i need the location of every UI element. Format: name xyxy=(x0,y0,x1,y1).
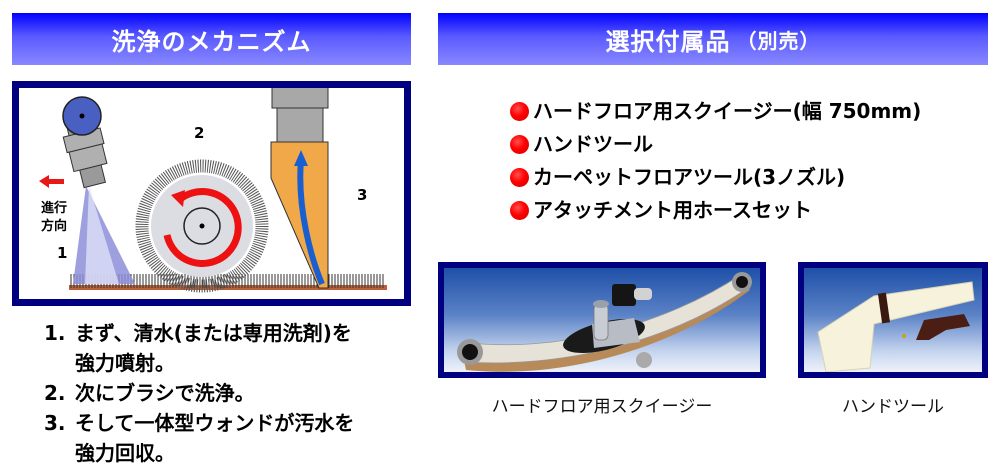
step-number: 3. xyxy=(44,411,66,435)
mechanism-steps-list: 1. まず、清水(または専用洗剤)を 強力噴射。 2. 次にブラシで洗浄。 3. そし… xyxy=(44,318,354,468)
direction-label-line2: 方向 xyxy=(41,218,67,234)
direction-arrow-icon xyxy=(39,175,64,188)
spray-nozzle-icon xyxy=(62,96,135,284)
step-number: 2. xyxy=(44,381,66,405)
accessory-item: ハードフロア用スクイージー(幅 750mm) xyxy=(510,95,921,128)
step2-label: 2 xyxy=(194,124,204,142)
accessories-title-suffix: （別売） xyxy=(736,28,821,53)
accessory-item: ハンドツール xyxy=(510,128,921,161)
hand-tool-photo xyxy=(798,262,988,378)
suction-wand-icon xyxy=(270,88,329,289)
mechanism-header: 洗浄のメカニズム xyxy=(12,13,411,65)
step-number: 1. xyxy=(44,321,66,345)
red-bullet-icon xyxy=(510,201,529,220)
step3-label: 3 xyxy=(357,186,367,204)
accessory-item: アタッチメント用ホースセット xyxy=(510,194,921,227)
step-text: 次にブラシで洗浄。 xyxy=(75,381,255,405)
squeegee-photo xyxy=(438,262,766,378)
accessory-label: カーペットフロアツール(3ノズル) xyxy=(533,165,846,189)
step-item: 3. そして一体型ウォンドが汚水を 強力回収。 xyxy=(44,408,354,468)
hand-tool-image xyxy=(817,281,975,372)
accessory-label: アタッチメント用ホースセット xyxy=(533,198,812,222)
accessories-list: ハードフロア用スクイージー(幅 750mm) ハンドツール カーペットフロアツー… xyxy=(510,95,921,227)
step-text: まず、清水(または専用洗剤)を xyxy=(75,321,352,345)
red-bullet-icon xyxy=(510,168,529,187)
step-text: そして一体型ウォンドが汚水を xyxy=(75,411,355,435)
hand-tool-caption: ハンドツール xyxy=(842,397,944,417)
cleaning-mechanism-diagram: 進行 方向 1 2 3 xyxy=(12,81,411,306)
rotating-brush-icon xyxy=(135,159,269,293)
step-item: 2. 次にブラシで洗浄。 xyxy=(44,378,354,408)
step1-label: 1 xyxy=(57,244,67,262)
accessories-header: 選択付属品（別売） xyxy=(438,13,988,65)
accessory-item: カーペットフロアツール(3ノズル) xyxy=(510,161,921,194)
squeegee-image xyxy=(457,272,752,372)
red-bullet-icon xyxy=(510,102,529,121)
step-item: 1. まず、清水(または専用洗剤)を 強力噴射。 xyxy=(44,318,354,378)
red-bullet-icon xyxy=(510,135,529,154)
mechanism-title: 洗浄のメカニズム xyxy=(111,27,312,56)
accessories-title: 選択付属品 xyxy=(605,27,731,56)
accessory-label: ハンドツール xyxy=(533,132,653,156)
accessory-label: ハードフロア用スクイージー(幅 750mm) xyxy=(533,99,922,123)
direction-label-line1: 進行 xyxy=(41,200,67,216)
mechanism-illustration: 進行 方向 1 2 3 xyxy=(39,88,387,293)
step-text-continued: 強力回収。 xyxy=(75,441,175,465)
squeegee-caption: ハードフロア用スクイージー xyxy=(491,397,713,417)
step-text-continued: 強力噴射。 xyxy=(75,351,175,375)
